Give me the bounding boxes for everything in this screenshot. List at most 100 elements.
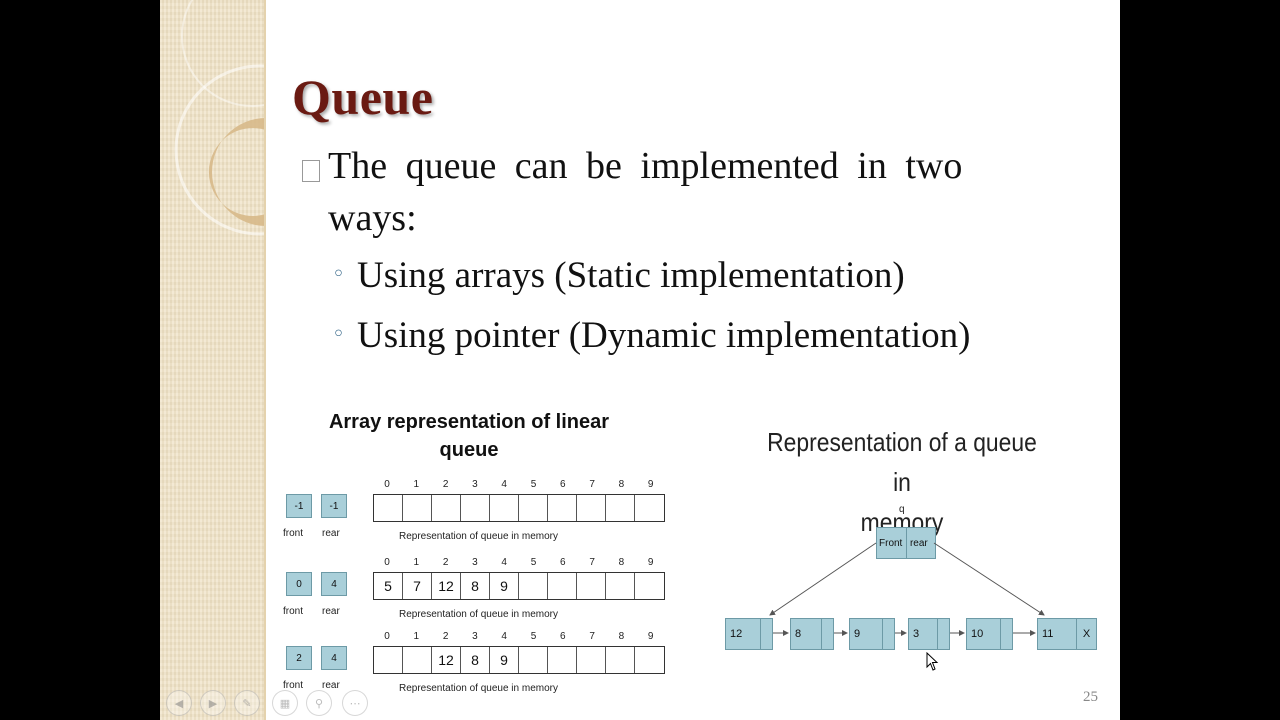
array-index-label: 5 — [530, 631, 537, 642]
prev-icon[interactable]: ◀ — [166, 690, 192, 716]
queue-node: 11 X — [1037, 618, 1097, 650]
array-index-label: 1 — [413, 631, 420, 642]
array-cell — [577, 495, 606, 521]
array-index-label: 4 — [501, 631, 507, 642]
node-pointer — [999, 619, 1012, 649]
rear-value-box: 4 — [321, 646, 347, 670]
array-cell: 5 — [374, 573, 403, 599]
front-label: front — [283, 680, 304, 691]
array-index-label: 6 — [560, 557, 566, 568]
slide-title: Queue — [292, 69, 434, 125]
front-label: front — [283, 528, 304, 539]
head-rear: rear — [905, 528, 935, 558]
array-index-label: 2 — [442, 631, 449, 642]
pen-icon[interactable]: ✎ — [234, 690, 260, 716]
rear-value-box: 4 — [321, 572, 347, 596]
array-index-label: 1 — [413, 557, 420, 568]
array-title-line1: Array representation of linear — [328, 411, 610, 433]
array-cell: 8 — [461, 647, 490, 673]
array-index-label: 6 — [560, 479, 566, 490]
page-number: 25 — [1083, 689, 1098, 705]
array-caption: Representation of queue in memory — [399, 609, 558, 620]
array-cell — [519, 647, 548, 673]
array-box — [373, 494, 665, 522]
array-cell — [635, 495, 664, 521]
node-pointer — [936, 619, 949, 649]
decorative-sidebar — [160, 0, 266, 720]
q-label: q — [899, 504, 905, 515]
array-index-label: 2 — [442, 557, 449, 568]
array-cell: 7 — [403, 573, 432, 599]
array-index-label: 9 — [647, 557, 654, 568]
queue-head-node: Front rear — [876, 527, 936, 559]
array-cell — [606, 647, 635, 673]
next-icon[interactable]: ▶ — [200, 690, 226, 716]
queue-node: 10 — [966, 618, 1013, 650]
front-arrow — [769, 542, 877, 616]
slide: Queue The queue can be implemented in tw… — [160, 0, 1120, 720]
array-diagram-title: Array representation of linear queue — [290, 408, 648, 464]
front-label: front — [283, 606, 304, 617]
array-caption: Representation of queue in memory — [399, 531, 558, 542]
sub-bullet-icon: ◦ — [332, 262, 345, 287]
array-cell: 12 — [432, 573, 461, 599]
array-index-label: 9 — [647, 631, 654, 642]
array-index-label: 8 — [618, 631, 625, 642]
bullet-text-line2: ways: — [328, 197, 417, 239]
mouse-cursor-icon — [926, 652, 939, 671]
queue-node: 3 — [908, 618, 950, 650]
node-value: 3 — [913, 628, 920, 640]
array-cell — [548, 647, 577, 673]
array-cell: 8 — [461, 573, 490, 599]
front-value-box: 2 — [286, 646, 312, 670]
queue-node: 12 — [725, 618, 773, 650]
node-pointer: X — [1076, 619, 1096, 649]
array-cell — [635, 647, 664, 673]
array-cell — [490, 495, 519, 521]
rear-value-box: -1 — [321, 494, 347, 518]
array-cell — [374, 647, 403, 673]
array-index-label: 7 — [589, 631, 595, 642]
array-cell — [519, 495, 548, 521]
node-pointer — [881, 619, 894, 649]
array-cell: 9 — [490, 573, 519, 599]
zoom-icon[interactable]: ⚲ — [306, 690, 332, 716]
front-value-box: 0 — [286, 572, 312, 596]
node-value: 9 — [854, 628, 861, 640]
rear-arrow — [933, 542, 1045, 616]
array-index-label: 5 — [530, 557, 537, 568]
array-cell — [374, 495, 403, 521]
array-index-label: 3 — [472, 479, 478, 490]
array-index-label: 9 — [647, 479, 654, 490]
node-value: 8 — [795, 628, 802, 640]
decorative-rings — [174, 0, 266, 236]
more-icon[interactable]: ⋯ — [342, 690, 368, 716]
array-cell — [461, 495, 490, 521]
array-cell: 12 — [432, 647, 461, 673]
array-cell — [403, 495, 432, 521]
queue-node: 9 — [849, 618, 895, 650]
queue-node: 8 — [790, 618, 834, 650]
array-index-label: 5 — [530, 479, 537, 490]
array-cell — [577, 647, 606, 673]
sub-item-arrays: Using arrays (Static implementation) — [357, 255, 905, 296]
head-front: Front — [879, 537, 903, 549]
array-index-label: 0 — [384, 557, 390, 568]
array-index-label: 8 — [618, 557, 625, 568]
array-index-label: 4 — [501, 479, 507, 490]
array-index-label: 2 — [442, 479, 449, 490]
decorative-crescent — [208, 118, 266, 226]
node-value: 11 — [1042, 628, 1054, 640]
array-title-line2: queue — [439, 439, 499, 461]
array-caption: Representation of queue in memory — [399, 683, 558, 694]
array-cell — [606, 495, 635, 521]
slides-icon[interactable]: ▦ — [272, 690, 298, 716]
sub-item-pointer: Using pointer (Dynamic implementation) — [357, 315, 971, 356]
array-cell — [635, 573, 664, 599]
array-index-label: 8 — [618, 479, 625, 490]
bullet-text-line1: The queue can be implemented in two — [328, 145, 963, 187]
node-value: 12 — [730, 628, 743, 640]
array-index-label: 7 — [589, 479, 595, 490]
array-cell — [548, 495, 577, 521]
